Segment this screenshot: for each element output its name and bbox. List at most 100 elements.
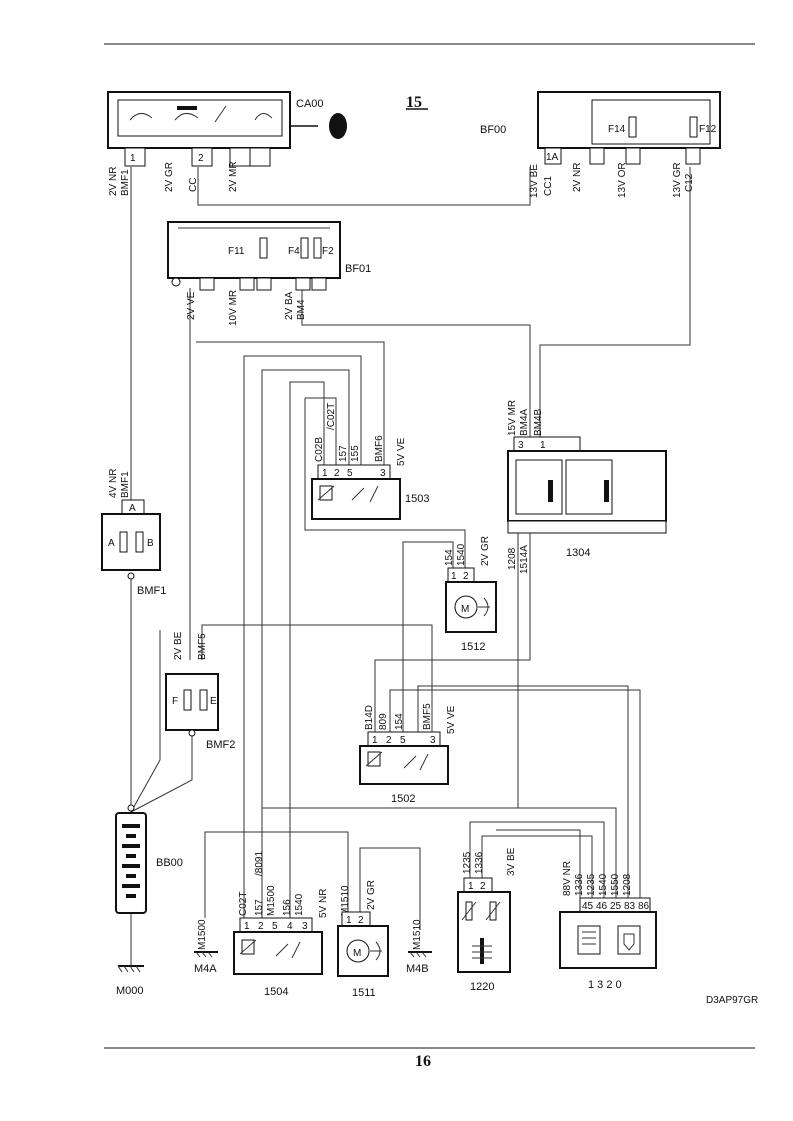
- wire-label: BMF5: [422, 703, 433, 730]
- ca00-switch: CA00 1 2 2V NR BMF1 2V GR CC 2V MR: [107, 91, 347, 196]
- wire-label: 13V BE: [529, 164, 540, 198]
- wire-label: 156: [282, 899, 293, 916]
- motor-icon: M: [461, 604, 469, 615]
- ground-m4a: M1500 M4A: [194, 919, 218, 975]
- wire-label: BM4B: [533, 408, 544, 436]
- wire-label: 157: [338, 445, 349, 462]
- ecu-1320-label: 1 3 2 0: [588, 979, 622, 991]
- bf00-label: BF00: [480, 124, 506, 136]
- sensor-1220: 1235 1336 3V BE 1 2 1220: [457, 847, 517, 993]
- wire-label: 4V NR: [108, 469, 119, 498]
- wire-label: 1336: [574, 873, 585, 896]
- fan-1512-label: 1512: [461, 641, 485, 653]
- relay-box-1304-label: 1304: [566, 547, 590, 559]
- wire-label: C12: [684, 173, 695, 192]
- pin: 45: [582, 901, 594, 912]
- wire-label: 5V NR: [318, 889, 329, 918]
- wire-label: 10V MR: [228, 290, 239, 326]
- bf00-pin-1a: 1A: [546, 152, 559, 163]
- wire-label: 154: [394, 713, 405, 730]
- wire-label: 1208: [507, 547, 518, 570]
- pin: 1: [322, 468, 328, 479]
- fuse-f14: F14: [608, 124, 626, 135]
- ca00-label: CA00: [296, 98, 324, 110]
- wire-label: 157: [254, 899, 265, 916]
- wires: [130, 167, 691, 965]
- m000-label: M000: [116, 985, 144, 997]
- wire-label: 5V VE: [446, 705, 457, 734]
- page-number-top: 15: [406, 94, 422, 111]
- wire-label: 809: [378, 713, 389, 730]
- pin: 3: [518, 440, 524, 451]
- relay-1502: B14D 809 154 BMF5 5V VE 1 2 5 3 1502: [359, 703, 457, 805]
- wire-label: 1235: [462, 851, 473, 874]
- pin: 3: [430, 735, 436, 746]
- m4b-label: M4B: [406, 963, 429, 975]
- ca00-pin-1: 1: [130, 153, 136, 164]
- wire-label: 1235: [586, 873, 597, 896]
- wire-label: 154: [444, 549, 455, 566]
- page-number-bottom: 16: [415, 1053, 431, 1070]
- wire-label: 2V NR: [108, 167, 119, 196]
- wire-label: 2V BE: [173, 631, 184, 660]
- bf01-label: BF01: [345, 263, 371, 275]
- motor-icon: M: [353, 948, 361, 959]
- bmf1-fuseholder: 4V NR BMF1 A A B BMF1: [101, 469, 166, 597]
- wire-label: BMF5: [197, 633, 208, 660]
- wire-label: CC1: [543, 176, 554, 196]
- sensor-1220-label: 1220: [470, 981, 494, 993]
- pin: 83: [624, 901, 636, 912]
- relay-1502-label: 1502: [391, 793, 415, 805]
- fan-1512: 154 1540 2V GR 1 2 M 1512: [444, 536, 497, 653]
- ground-m4b: M1510 M4B: [406, 919, 432, 975]
- wire-label: C02T: [238, 892, 249, 916]
- wire-label: 1540: [294, 893, 305, 916]
- pin: 25: [610, 901, 622, 912]
- pin: 5: [400, 735, 406, 746]
- relay-1504-label: 1504: [264, 986, 288, 998]
- fan-1511-label: 1511: [352, 987, 376, 999]
- bb00-battery: BB00 M000: [115, 804, 183, 997]
- pin: 1: [372, 735, 378, 746]
- fuse-f12: F12: [699, 124, 717, 135]
- wire-label: 13V GR: [672, 162, 683, 198]
- fan-1511: M1510 2V GR 1 2 M 1511: [337, 880, 389, 999]
- pin: 3: [302, 921, 308, 932]
- bb00-label: BB00: [156, 857, 183, 869]
- fuse-f: F: [172, 696, 178, 707]
- wire-label: 2V BA: [284, 291, 295, 320]
- wire-label: 2V GR: [366, 880, 377, 910]
- wire-label: 1514A: [519, 545, 530, 574]
- wire-label: BM4: [296, 299, 307, 320]
- m4a-label: M4A: [194, 963, 217, 975]
- pin: 5: [272, 921, 278, 932]
- wire-label: 2V GR: [164, 162, 175, 192]
- bmf1-label: BMF1: [137, 585, 166, 597]
- wire-label: M1510: [412, 919, 423, 950]
- pin: 5: [347, 468, 353, 479]
- wire-label: 155: [350, 445, 361, 462]
- relay-1504: C02T /8091 157 M1500 156 1540 5V NR 1 2 …: [233, 851, 329, 998]
- wire-label: M1500: [197, 919, 208, 950]
- wire-label: 3V BE: [506, 847, 517, 876]
- wire-label: M1510: [340, 885, 351, 916]
- pin: 2: [358, 915, 364, 926]
- pin: 2: [258, 921, 264, 932]
- wire-label: 88V NR: [562, 861, 573, 896]
- wire-label: BM4A: [519, 408, 530, 436]
- wire-label: 1550: [610, 873, 621, 896]
- fuse-f11: F11: [228, 246, 245, 257]
- wire-label: BMF1: [120, 169, 131, 196]
- pin: 2: [480, 881, 486, 892]
- pin: 86: [638, 901, 650, 912]
- wire-label: 2V NR: [572, 163, 583, 192]
- bmf1-pin-a: A: [129, 503, 136, 514]
- bmf2-fuseholder: 2V BE BMF5 F E BMF2: [165, 631, 235, 751]
- wire-label: 1336: [474, 851, 485, 874]
- pin: 2: [463, 571, 469, 582]
- relay-1503-label: 1503: [405, 493, 429, 505]
- fuse-e: E: [210, 696, 217, 707]
- wire-label: 15V MR: [507, 400, 518, 436]
- wire-label: 1540: [598, 873, 609, 896]
